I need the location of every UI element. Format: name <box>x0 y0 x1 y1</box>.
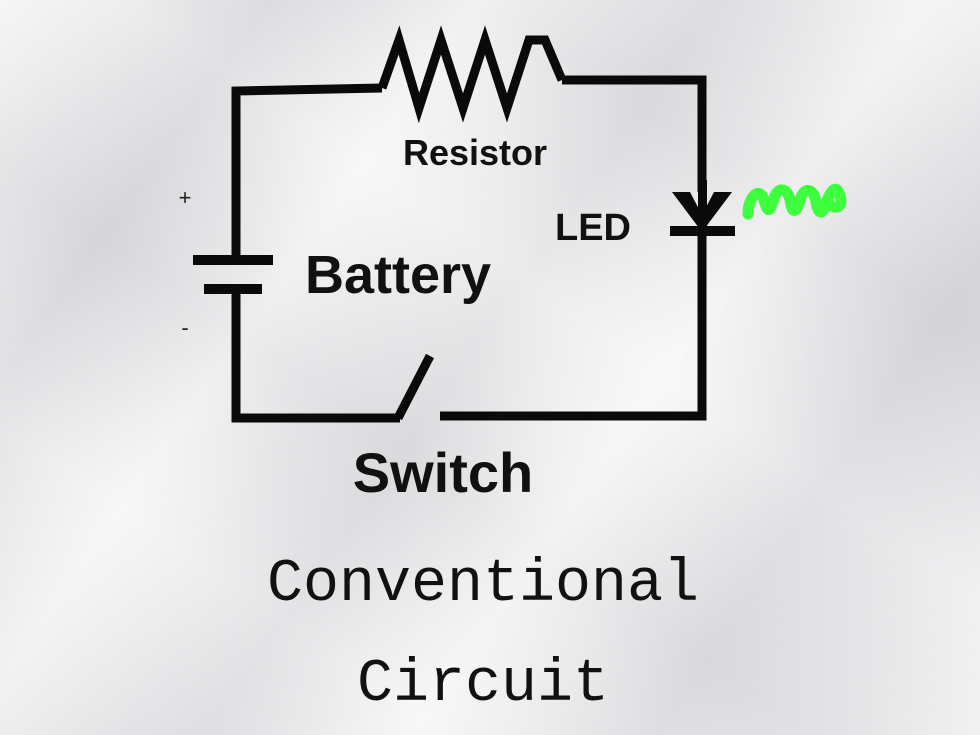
wire-right <box>440 235 707 421</box>
led-symbol <box>670 180 735 236</box>
battery-negative-plate <box>204 284 262 294</box>
led-label: LED <box>555 207 631 249</box>
title-line-2: Circuit <box>357 651 609 719</box>
switch-label: Switch <box>353 441 533 504</box>
battery-positive-plate <box>193 255 273 265</box>
wire-top-left <box>231 83 383 258</box>
title-line-1: Conventional <box>267 551 699 619</box>
resistor-label: Resistor <box>403 132 547 173</box>
battery-label: Battery <box>305 245 491 305</box>
light-emission-icon <box>742 183 847 220</box>
wire-bottom-left <box>231 290 400 423</box>
resistor-symbol <box>377 25 567 124</box>
battery-negative-sign: - <box>181 315 188 340</box>
switch-lever <box>394 353 434 421</box>
wire-top-right <box>562 75 707 192</box>
battery-positive-sign: + <box>179 185 192 210</box>
